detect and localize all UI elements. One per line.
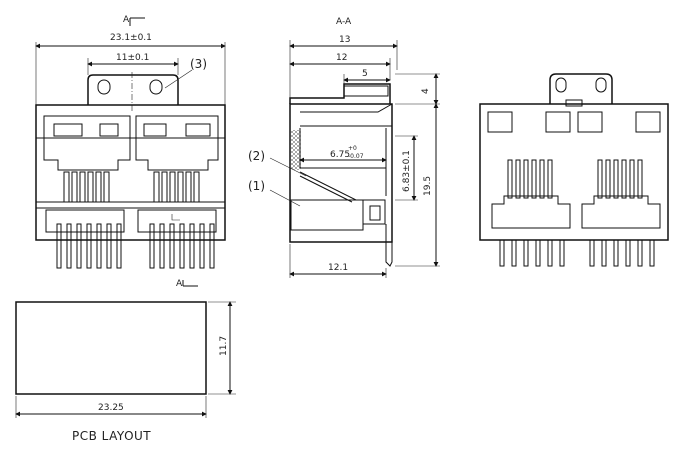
port-right-latch xyxy=(185,123,211,137)
lower-block-right xyxy=(137,209,217,233)
contacts-left xyxy=(63,171,110,203)
contacts-right xyxy=(153,171,200,203)
shield-top xyxy=(289,83,391,104)
pcb-caption: PCB LAYOUT xyxy=(72,429,151,443)
rear-window xyxy=(577,111,603,133)
insert-hatch xyxy=(362,199,386,225)
dim-12: 12 xyxy=(336,53,347,63)
section-title: A-A xyxy=(336,17,352,27)
section-mark-bottom: A xyxy=(176,279,183,289)
port-right xyxy=(135,115,219,171)
contact-wire xyxy=(299,171,362,201)
rear-view xyxy=(479,73,669,267)
rear-housing-right xyxy=(581,195,661,229)
rear-tab-hole xyxy=(595,77,607,93)
shield-tab xyxy=(87,74,179,105)
section-view: A-A 13 12 5 4 19.5 6.83±0.1 xyxy=(248,17,440,278)
pcb-outline xyxy=(15,301,207,395)
dim-13: 13 xyxy=(339,35,350,45)
rear-window xyxy=(635,111,661,133)
side-pin xyxy=(385,224,393,267)
callout-1: (1) xyxy=(248,179,265,193)
rear-window xyxy=(545,111,571,133)
dim-6-75: 6.75 xyxy=(330,150,350,160)
section-body xyxy=(289,103,393,243)
rear-tab xyxy=(549,73,613,104)
section-mark-bottom-line xyxy=(182,280,198,287)
pcb-height-dim: 11.7 xyxy=(219,336,229,356)
key-mark xyxy=(171,214,180,221)
rear-tab-hole xyxy=(555,77,567,93)
front-tab-dim: 11±0.1 xyxy=(116,53,149,63)
port-right-latch xyxy=(143,123,167,137)
lower-block-left xyxy=(45,209,125,233)
dim-6-75-tol-upper: +0 xyxy=(348,145,357,152)
dim-6-75-tol-lower: -0.07 xyxy=(348,153,364,160)
section-mark-top: A xyxy=(123,15,130,25)
front-body xyxy=(35,104,226,241)
dim-5: 5 xyxy=(362,69,368,79)
latch-line xyxy=(300,103,393,113)
base-block-hatch xyxy=(290,199,364,231)
front-width-dim: 23.1±0.1 xyxy=(110,33,152,43)
dim-6-83: 6.83±0.1 xyxy=(402,150,412,192)
rear-window xyxy=(487,111,513,133)
front-view: A A 23.1±0.1 11±0.1 (3) xyxy=(35,15,226,289)
section-mark-top-line xyxy=(129,17,145,26)
dim-12-1: 12.1 xyxy=(328,263,348,273)
dim-19-5: 19.5 xyxy=(423,176,433,196)
rear-contacts-right xyxy=(597,159,643,199)
callout-2-leader xyxy=(269,157,307,177)
rear-contacts-left xyxy=(507,159,553,199)
tab-hole-right xyxy=(149,79,163,95)
port-left-latch xyxy=(99,123,119,137)
pcb-layout: 23.25 11.7 PCB LAYOUT xyxy=(15,301,236,443)
port-left-latch xyxy=(53,123,83,137)
shield-hatch xyxy=(343,85,389,97)
rear-body xyxy=(479,103,669,241)
callout-2: (2) xyxy=(248,149,265,163)
callout-3-leader xyxy=(164,69,193,89)
insert-slot xyxy=(369,205,381,221)
callout-1-leader xyxy=(269,189,301,207)
tab-hole-left xyxy=(97,79,111,95)
rear-pins xyxy=(499,239,655,267)
port-left xyxy=(43,115,131,171)
front-pins xyxy=(56,223,215,269)
rear-housing-left xyxy=(491,195,571,229)
front-wall-hatch xyxy=(291,130,301,170)
contact-wire xyxy=(299,175,353,203)
callout-3: (3) xyxy=(190,57,207,71)
rear-clip xyxy=(565,99,583,107)
pcb-width-dim: 23.25 xyxy=(98,403,124,413)
dim-4: 4 xyxy=(421,88,431,94)
